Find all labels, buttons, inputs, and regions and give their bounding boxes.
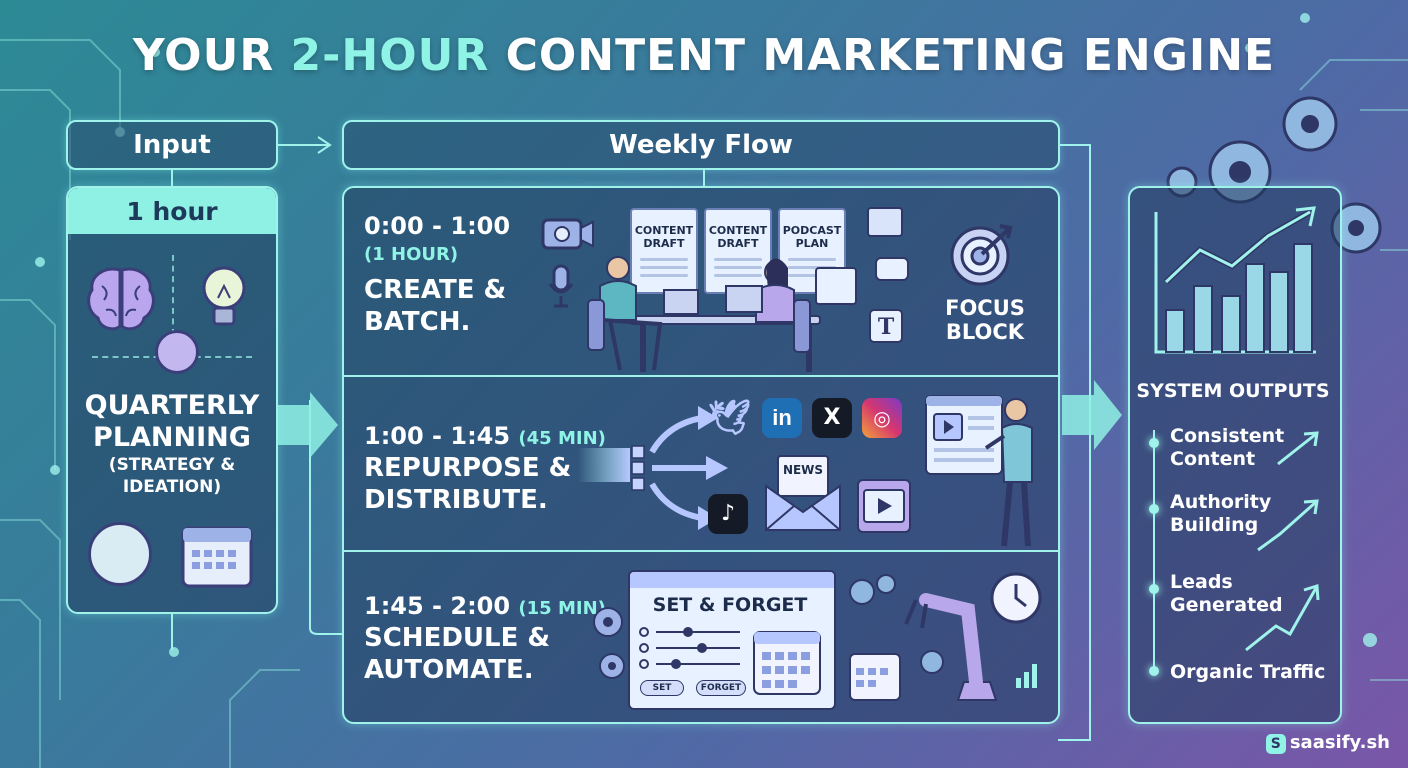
video-player-icon [857,479,911,533]
globe-icon [155,330,199,374]
flow-divider-2 [344,550,1058,552]
planning-divider-vertical [172,255,174,335]
step3-time: 1:45 - 2:00 (15 MIN) [364,592,606,620]
news-label: NEWS [782,463,824,477]
team-desk-illustration [587,256,821,372]
forget-button[interactable]: FORGET [696,680,746,696]
step1-sub: (1 HOUR) [364,244,459,265]
growth-bar-chart-icon [1154,206,1316,354]
svg-text:T: T [878,314,895,340]
output-dot-3 [1149,584,1159,594]
output-dot-1 [1149,438,1159,448]
instagram-icon[interactable]: ◎ [862,398,902,438]
step2-title: REPURPOSE &DISTRIBUTE. [364,453,572,515]
camera-icon [541,218,594,250]
x-icon[interactable]: X [812,398,852,438]
step2-time: 1:00 - 1:45 (45 MIN) [364,422,606,450]
microphone-icon [548,264,574,308]
robot-arm-illustration [849,572,1042,701]
step1-title: CREATE &BATCH. [364,275,507,337]
set-button[interactable]: SET [640,680,684,696]
outputs-timeline [1153,430,1155,672]
output-organic-traffic: Organic Traffic [1170,661,1326,683]
page-title: YOUR 2-HOUR CONTENT MARKETING ENGINE [132,30,1276,81]
brand-s-icon: S [1265,734,1286,754]
distribution-arrows [578,406,728,530]
linkedin-icon[interactable]: in [762,398,802,438]
twitter-bird-icon[interactable]: 🕊 [708,398,752,438]
outputs-card [1128,186,1342,724]
lightbulb-icon [202,266,246,326]
set-forget-sliders [639,627,740,669]
weekly-flow-header: Weekly Flow [342,120,1060,170]
outputs-header: SYSTEM OUTPUTS [1136,380,1330,402]
set-forget-title: SET & FORGET [652,594,808,616]
gears-left-icon [593,607,625,679]
step3-title: SCHEDULE &AUTOMATE. [364,623,551,685]
output-trend-arrows [1245,431,1320,652]
tiktok-icon[interactable]: ♪ [708,494,748,534]
quarterly-planning-sub: (STRATEGY & IDEATION) [108,455,236,497]
input-duration: 1 hour [68,188,276,234]
calendar-icon [181,526,253,588]
schedule-calendar-icon [753,631,821,695]
idea-chat-icon [88,522,152,586]
output-dot-2 [1149,504,1159,514]
output-dot-4 [1149,666,1159,676]
input-header: Input [66,120,278,170]
target-icon [950,224,1013,286]
flow-divider-1 [344,375,1058,377]
step1-time: 0:00 - 1:00 [364,212,511,240]
newsletter-envelope-icon [765,455,841,531]
quarterly-planning-title: QUARTERLY PLANNING [84,390,260,453]
brain-icon [87,267,155,331]
design-asset-icons: T [815,207,909,343]
presenter-illustration [925,395,1033,547]
